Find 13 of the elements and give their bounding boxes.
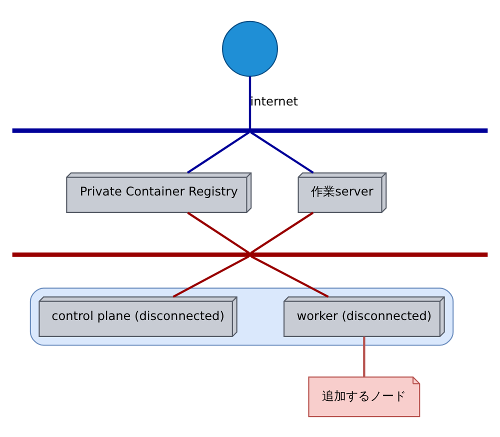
connector bbox=[250, 211, 314, 254]
node-bar bbox=[12, 252, 488, 256]
cluster bbox=[30, 287, 454, 346]
edge-label: internet bbox=[250, 94, 298, 108]
connector bbox=[250, 130, 314, 174]
connector bbox=[187, 211, 250, 254]
connector bbox=[250, 254, 329, 298]
connector bbox=[172, 254, 250, 298]
connector bbox=[363, 336, 366, 377]
node-circle bbox=[222, 20, 278, 76]
connector bbox=[248, 76, 252, 128]
node-bar bbox=[12, 128, 488, 132]
connector bbox=[186, 130, 250, 174]
